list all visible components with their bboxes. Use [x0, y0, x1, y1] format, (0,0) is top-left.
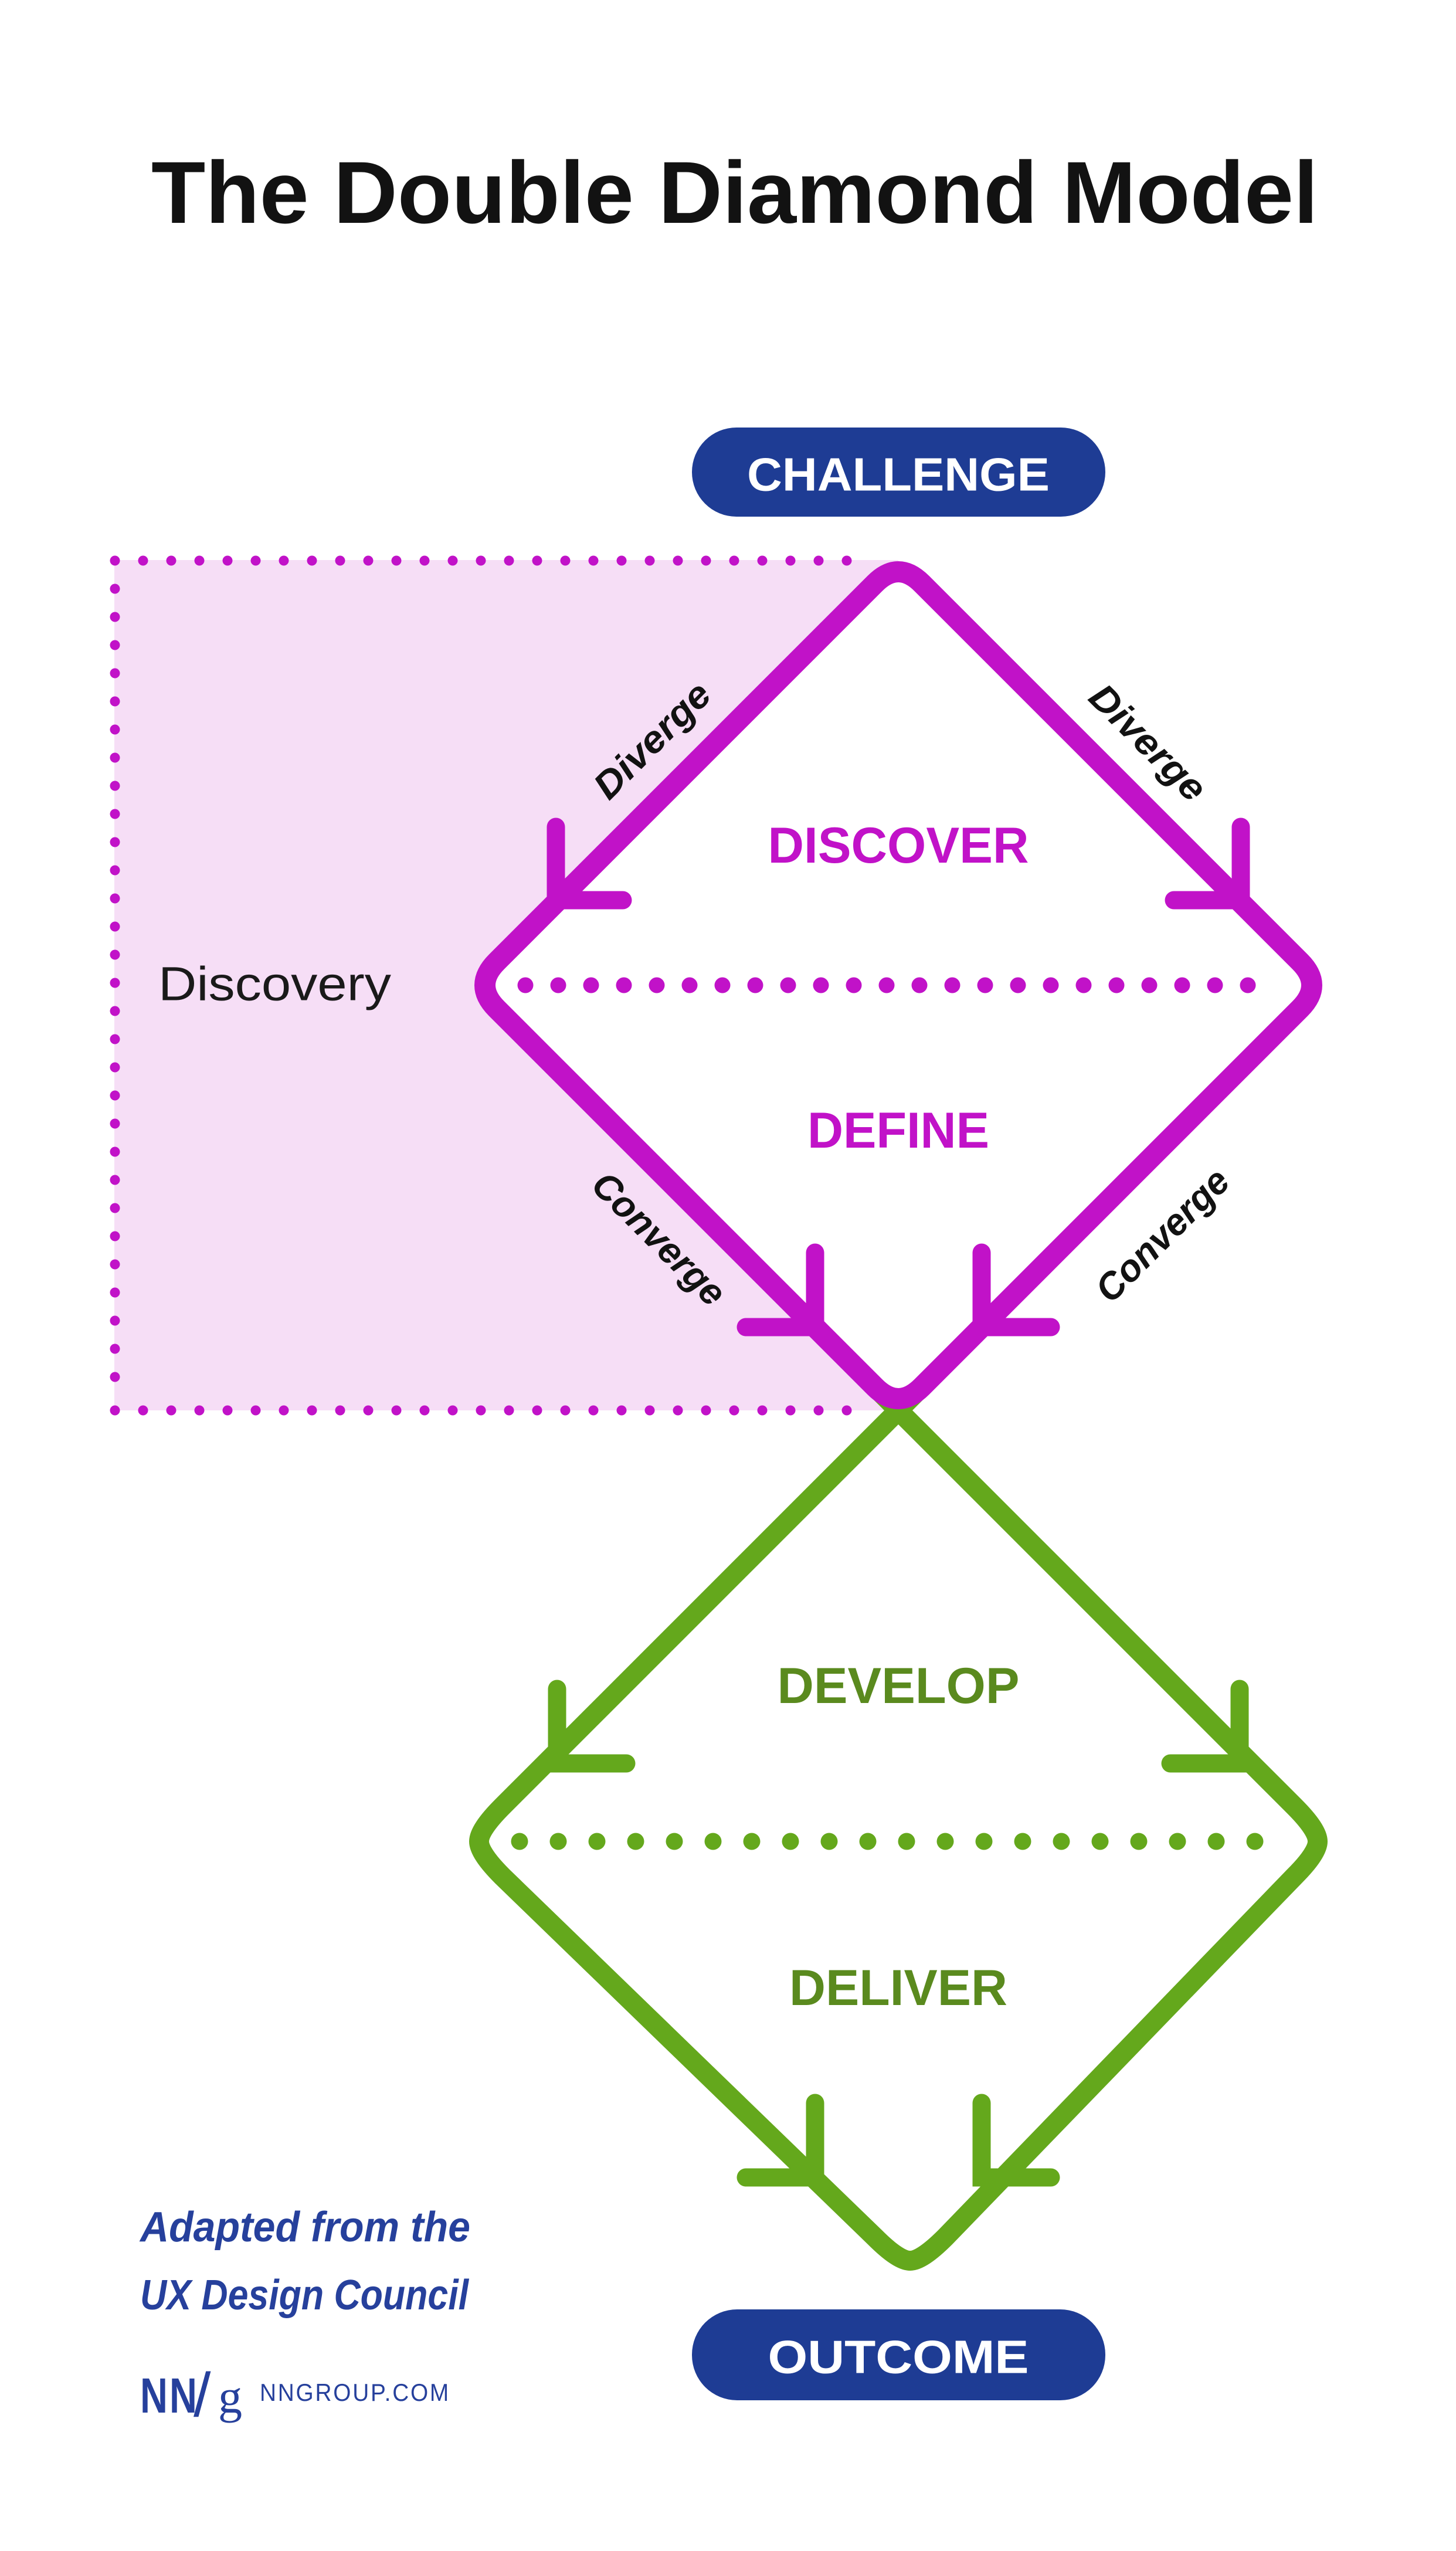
define-label: DEFINE	[807, 1103, 989, 1159]
logo-nn-text: NN	[140, 2368, 199, 2423]
outcome-badge-label: OUTCOME	[768, 2331, 1029, 2383]
logo-slash-text: /	[194, 2360, 211, 2430]
develop-label: DEVELOP	[778, 1658, 1020, 1714]
nngroup-domain: NNGROUP.COM	[260, 2379, 450, 2406]
challenge-badge-label: CHALLENGE	[747, 449, 1050, 501]
arrowhead-converge-right-icon	[972, 1243, 1060, 1336]
diamond-develop-deliver	[469, 1377, 1328, 2271]
outcome-badge	[692, 2309, 1105, 2400]
discovery-region-label: Discovery	[158, 958, 391, 1011]
credit-line-2: UX Design Council	[140, 2272, 470, 2319]
arrowhead-deliver-left-icon	[737, 2094, 824, 2187]
nng-logo: NN / g	[140, 2360, 242, 2430]
arrowhead-converge-left-icon	[737, 1243, 824, 1336]
page-title: The Double Diamond Model	[151, 143, 1318, 242]
arrowhead-diverge-right-icon	[1165, 817, 1250, 910]
credit-line-1: Adapted from the	[139, 2204, 470, 2251]
challenge-badge	[692, 428, 1105, 517]
discover-label: DISCOVER	[768, 817, 1029, 874]
arrowhead-develop-right-icon	[1161, 1680, 1249, 1773]
deliver-label: DELIVER	[789, 1960, 1007, 2016]
diamond-discover-define	[474, 561, 1322, 1409]
arrowhead-deliver-right-icon	[972, 2094, 1060, 2187]
arrowhead-develop-left-icon	[548, 1680, 636, 1773]
logo-g-text: g	[218, 2370, 242, 2423]
arrowhead-diverge-left-icon	[547, 817, 632, 910]
